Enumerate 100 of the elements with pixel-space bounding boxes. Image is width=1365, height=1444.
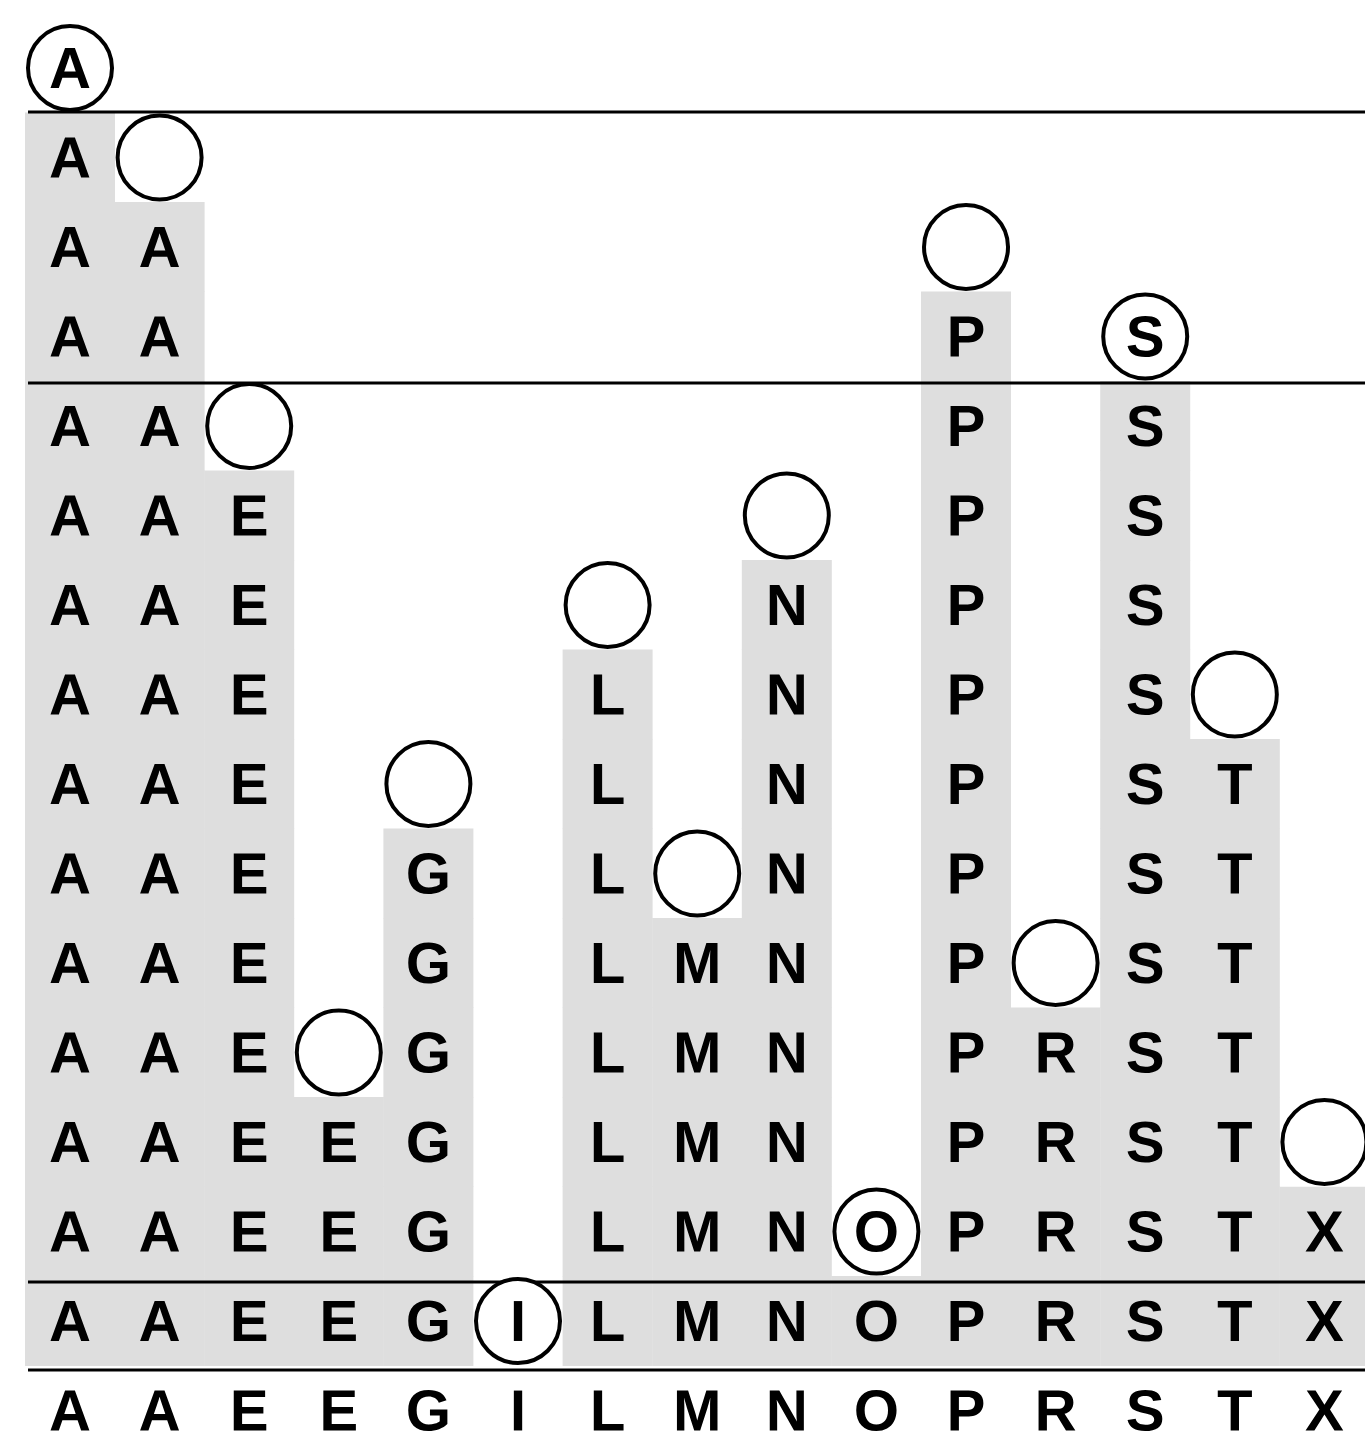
letter: G [408,1390,448,1432]
letter-cell: S [1100,560,1191,650]
letter-cell: A [114,918,205,1008]
letter-cell: N [741,1276,832,1366]
letter-cell: M [652,1097,743,1187]
letter-cell: S [1100,1097,1191,1187]
letter-cell: E [204,739,295,829]
letter-cell: M [652,1276,743,1366]
letter-cell: A [25,560,115,650]
letter-cell: P [921,560,1011,650]
letter-cell: N [741,918,832,1008]
letter-cell: S [1100,739,1191,829]
letter-cell: E [204,470,295,561]
letter-cell: N [741,1007,832,1098]
letter-cell: M [652,1186,743,1277]
letter-cell: P [921,1097,1011,1187]
letter-cell: G [383,1097,474,1187]
letter-cell: T [1189,1186,1280,1277]
letter-cell: A [114,828,205,919]
letter-cell: X [1279,1186,1365,1277]
letter: E [233,1390,267,1431]
letter: O [856,1390,897,1432]
letter-cell: G [383,828,474,919]
letter: M [676,1390,718,1431]
letter-cell: A [114,1097,205,1187]
letter-cell: P [921,649,1011,740]
letter-cell: A [25,1007,115,1098]
letter-cell: X [1279,1276,1365,1366]
letter-cell: R [1010,1097,1101,1187]
letter-cell: A [25,381,115,471]
empty-circle [384,740,473,828]
letter-cell: N [741,739,832,829]
letter-cell: A [114,739,205,829]
letter-cell: A [114,560,205,650]
letter-cell: A [25,470,115,561]
circled-letter: S [1101,292,1190,381]
letter-cell: E [293,1186,384,1277]
letter-cell: N [741,560,832,650]
letter-cell: L [562,1007,653,1098]
letter-cell: P [921,291,1011,382]
empty-circle [563,561,652,649]
letter-cell: A [114,381,205,471]
letter-cell: A [25,202,115,292]
letter-cell: T [1189,828,1280,919]
letter-cell: T [1189,739,1280,829]
letter-cell: S [1100,649,1191,740]
letter-cell: R [1010,1276,1101,1366]
circled-letter: A [26,24,114,112]
letter-cell: A [25,1276,115,1366]
letter-cell: A [25,828,115,919]
letter-cell: T [1189,1097,1280,1187]
letter-cell: A [114,1186,205,1277]
letter-cell: S [1100,470,1191,561]
letter-cell: A [114,291,205,382]
letter-cell: A [25,649,115,740]
letter-cell: E [204,1276,295,1366]
letter: A [50,1390,90,1431]
letter-cell: G [383,918,474,1008]
letter-cell: E [204,560,295,650]
letter-cell: E [204,1186,295,1277]
letter-cell: N [741,649,832,740]
letter-cell: P [921,470,1011,561]
letter-cell: S [1100,1007,1191,1098]
letter-cell: E [204,1097,295,1187]
letter: S [1127,1390,1163,1432]
letter-cell: S [1100,828,1191,919]
letter-cell: L [562,739,653,829]
letter: T [1217,1390,1252,1431]
letter-cell: A [114,649,205,740]
letter-cell: G [383,1007,474,1098]
letter-cell: T [1189,1276,1280,1366]
letter-cell: S [1100,918,1191,1008]
letter-cell: G [383,1276,474,1366]
letter-cell: P [921,1276,1011,1366]
letter-cell: L [562,828,653,919]
letter-cell: A [114,202,205,292]
letter-cell: A [25,1097,115,1187]
letter-cell: E [293,1276,384,1366]
empty-circle [742,471,831,560]
letter-cell: A [114,1007,205,1098]
letter-cell: S [1100,1186,1191,1277]
letter-cell: E [204,918,295,1008]
letter-cell: L [562,649,653,740]
letter-cell: A [114,470,205,561]
letter-cell: T [1189,1007,1280,1098]
letter-cell: N [741,828,832,919]
letter-cell: S [1100,1276,1191,1366]
letter-cell: A [114,1276,205,1366]
letter-cell: A [25,112,115,203]
letter-cell: P [921,828,1011,919]
letter-cell: E [204,1007,295,1098]
letter-cell: R [1010,1007,1101,1098]
letter-cell: R [1010,1186,1101,1277]
letter-cell: P [921,1186,1011,1277]
letter: N [769,1390,804,1431]
circled-letter: O [832,1187,921,1276]
letter-cell: A [25,918,115,1008]
letter-cell: E [293,1097,384,1187]
letter-cell: N [741,1097,832,1187]
letter-cell: P [921,381,1011,471]
